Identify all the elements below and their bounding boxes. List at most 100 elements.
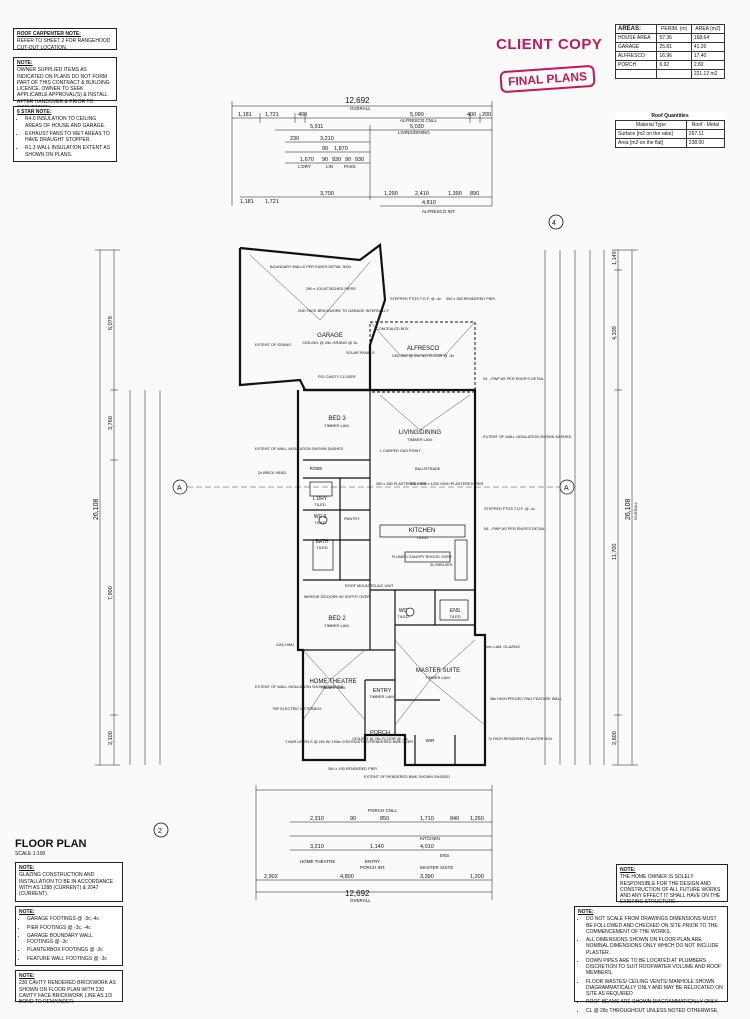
room-living: LIVING/DINING [399, 430, 442, 436]
room-bed2: BED 2 [328, 616, 346, 622]
svg-text:2,310: 2,310 [310, 816, 324, 822]
right-dimensions: 26,108 OVERALL 1,149 4,339 11,700 2,600 [544, 249, 638, 766]
svg-text:TIMBER LAM.: TIMBER LAM. [324, 423, 350, 428]
svg-text:EXTENT OF WALL INSULATION SHOW: EXTENT OF WALL INSULATION SHOWN DASHED [255, 447, 344, 451]
svg-text:4,810: 4,810 [422, 200, 436, 206]
left-overall-dim: 26,108 [93, 498, 100, 520]
client-copy-stamp: CLIENT COPY [496, 36, 603, 53]
svg-text:840: 840 [450, 816, 459, 822]
svg-text:L CARPED GAS POINT: L CARPED GAS POINT [380, 449, 421, 453]
svg-text:EXTENT OF WALL INSULATION SHOW: EXTENT OF WALL INSULATION SHOWN DASHED [483, 435, 572, 439]
svg-text:90: 90 [322, 146, 328, 152]
svg-text:KITCHEN: KITCHEN [420, 836, 440, 841]
svg-text:5,911: 5,911 [310, 124, 323, 130]
svg-text:1,140: 1,140 [370, 844, 384, 850]
svg-text:230 x 230 x 1200 HIGH PLASTERE: 230 x 230 x 1200 HIGH PLASTERED PIER [410, 482, 483, 486]
svg-text:EXTENT OF GRANO: EXTENT OF GRANO [255, 343, 291, 347]
svg-text:TIMBER LAM.: TIMBER LAM. [324, 623, 350, 628]
svg-text:ROOF MOUNTED A/C UNIT: ROOF MOUNTED A/C UNIT [345, 584, 394, 588]
table-row: Area [m2 on the flat]238.00 [615, 138, 726, 148]
svg-text:390 x 190 RENDERED PIER: 390 x 190 RENDERED PIER [328, 767, 377, 771]
svg-text:EXTENT OF RENDERED BWK SHOWN S: EXTENT OF RENDERED BWK SHOWN SHADED [364, 775, 450, 779]
areas-total: 221.12 m2 [690, 69, 726, 79]
svg-text:1,721: 1,721 [265, 112, 279, 118]
svg-text:TIMBER LAM.: TIMBER LAM. [425, 675, 451, 680]
annotations: BOUNDARY WALLS PER EAVES DETAIL 3004 290… [255, 265, 572, 779]
top-overall-dim: 12,692 [345, 96, 370, 105]
svg-text:1,181: 1,181 [238, 112, 252, 118]
svg-text:2ND FACE BRICKWORK TO GARAGE I: 2ND FACE BRICKWORK TO GARAGE INTERNALLY [298, 309, 389, 313]
svg-text:1,870: 1,870 [334, 146, 348, 152]
internal-walls [303, 390, 475, 765]
svg-text:2,100: 2,100 [108, 731, 114, 745]
svg-text:3,210: 3,210 [320, 136, 334, 142]
room-bath: BATH [316, 539, 329, 545]
svg-text:6,078: 6,078 [108, 316, 114, 330]
svg-text:PASS: PASS [344, 164, 356, 169]
svg-text:MIRROR S/DOORS W/ SOFFIT OVER: MIRROR S/DOORS W/ SOFFIT OVER [304, 595, 370, 599]
top-dimensions: 12,692 OVERALL 1,181 1,721 400 5,090 400… [231, 96, 493, 214]
svg-text:TILED: TILED [397, 614, 408, 619]
svg-text:A: A [564, 485, 569, 492]
svg-text:11,700: 11,700 [612, 544, 618, 560]
svg-text:4,339: 4,339 [612, 326, 618, 340]
svg-text:PORCH INT.: PORCH INT. [360, 865, 386, 870]
svg-text:OVERALL: OVERALL [350, 106, 371, 111]
svg-text:TILED: TILED [314, 502, 325, 507]
floor-plan-scale: SCALE 1:100 [15, 851, 46, 857]
svg-text:1,290: 1,290 [384, 191, 398, 197]
wir-label: WIR [426, 738, 435, 743]
pantry-label: PANTRY [344, 516, 360, 521]
svg-text:MASTER SUITE: MASTER SUITE [420, 865, 453, 870]
left-dimensions: 26,108 6,078 3,760 7,900 2,100 [93, 249, 161, 766]
svg-text:5,030: 5,030 [410, 124, 424, 130]
fixtures [309, 481, 469, 701]
svg-text:90: 90 [345, 157, 351, 163]
svg-text:890: 890 [470, 191, 479, 197]
owner-responsibility-note: NOTE: THE HOME OWNER IS SOLELY RESPONSIB… [616, 864, 728, 905]
svg-text:L'DRY: L'DRY [298, 164, 311, 169]
room-home-theatre: HOME THEATRE [309, 679, 356, 685]
svg-text:350 x 350 PLASTERED PIER: 350 x 350 PLASTERED PIER [376, 482, 426, 486]
svg-text:850: 850 [380, 816, 389, 822]
svg-text:N1 - PWP AS PER ENGR'S DETAIL: N1 - PWP AS PER ENGR'S DETAIL [484, 527, 545, 531]
robe-label: ROBE [310, 466, 323, 471]
general-notes: NOTE: DO NOT SCALE FROM DRAWINGS DIMENSI… [574, 906, 728, 1014]
svg-text:CEILING @ 28c FLOOR @ -3c: CEILING @ 28c FLOOR @ -3c [352, 736, 407, 741]
wc2-pan [318, 515, 328, 525]
svg-text:400: 400 [298, 112, 307, 118]
svg-text:350 x 350 RENDERED PIER: 350 x 350 RENDERED PIER [446, 297, 495, 301]
svg-text:3,700: 3,700 [320, 191, 334, 197]
svg-text:CONCEALED BOX: CONCEALED BOX [376, 327, 409, 331]
six-star-note: 6 STAR NOTE: R4.0 INSULATION TO CEILING … [13, 106, 117, 162]
glazing-note: NOTE: GLAZING CONSTRUCTION AND INSTALLAT… [15, 862, 123, 902]
svg-text:STEPPED FTGS T.O.F. @ -4c: STEPPED FTGS T.O.F. @ -4c [484, 507, 535, 511]
bottom-overall-dim: 12,692 [345, 889, 370, 898]
svg-text:4x SHELVES: 4x SHELVES [430, 563, 453, 567]
svg-text:TIMBER LAM.: TIMBER LAM. [320, 685, 346, 690]
svg-text:1,721: 1,721 [265, 199, 279, 205]
svg-text:2,600: 2,600 [612, 731, 618, 745]
room-kitchen: KITCHEN [409, 528, 435, 534]
svg-text:PORCH CNLL: PORCH CNLL [368, 808, 398, 813]
svg-text:TIMBER LAM.: TIMBER LAM. [369, 694, 395, 699]
svg-text:CEILING @ 25c GRANO @ 3c: CEILING @ 25c GRANO @ 3c [302, 340, 357, 345]
svg-text:2,902: 2,902 [264, 874, 278, 880]
room-ens: ENS [450, 608, 461, 614]
roof-carpenter-note: ROOF CARPENTER NOTE: REFER TO SHEET 2 FO… [13, 28, 117, 51]
svg-text:3,760: 3,760 [108, 416, 114, 430]
svg-text:90: 90 [350, 816, 356, 822]
svg-text:2x BRICK HEAD: 2x BRICK HEAD [258, 471, 287, 475]
svg-text:ENS: ENS [440, 853, 449, 858]
svg-text:TIMBER LAM.: TIMBER LAM. [407, 437, 433, 442]
svg-text:1,260: 1,260 [470, 816, 484, 822]
section-markers: A A [172, 479, 575, 495]
svg-text:3,210: 3,210 [310, 844, 324, 850]
svg-text:3,390: 3,390 [420, 874, 434, 880]
room-bed3: BED 3 [328, 416, 346, 422]
svg-text:6mm LAM. GLAZING: 6mm LAM. GLAZING [484, 645, 520, 649]
room-garage: GARAGE [317, 333, 343, 339]
